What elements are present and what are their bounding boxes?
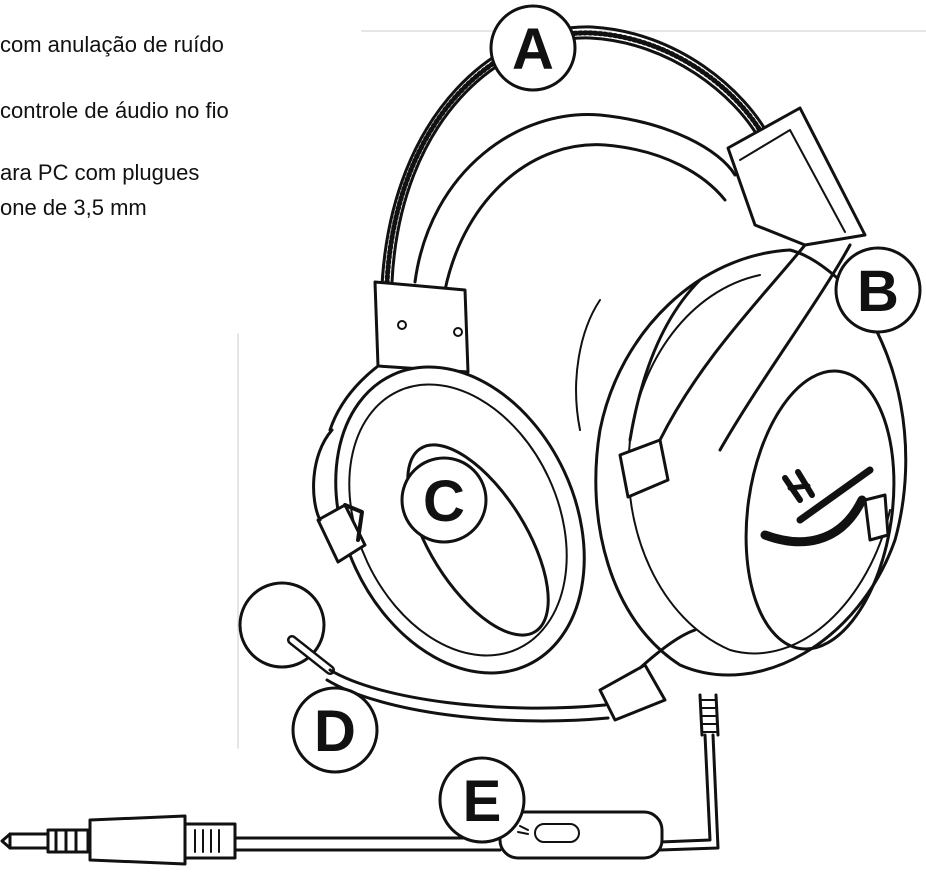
label-d: D	[314, 699, 356, 764]
badge-d: D	[291, 686, 379, 774]
badge-e: E	[438, 756, 526, 844]
label-a: A	[512, 17, 554, 82]
label-b: B	[857, 259, 899, 324]
feature-line-4: one de 3,5 mm	[0, 195, 147, 220]
feature-line-1: com anulação de ruído	[0, 32, 224, 57]
badge-a: A	[489, 4, 577, 92]
badge-c: C	[400, 456, 488, 544]
microphone	[238, 581, 697, 723]
label-e: E	[463, 769, 502, 834]
badge-b: B	[834, 246, 922, 334]
feature-line-3: ara PC com plugues	[0, 160, 200, 185]
feature-line-2: controle de áudio no fio	[0, 98, 229, 123]
label-c: C	[423, 469, 465, 534]
cable	[0, 693, 720, 866]
